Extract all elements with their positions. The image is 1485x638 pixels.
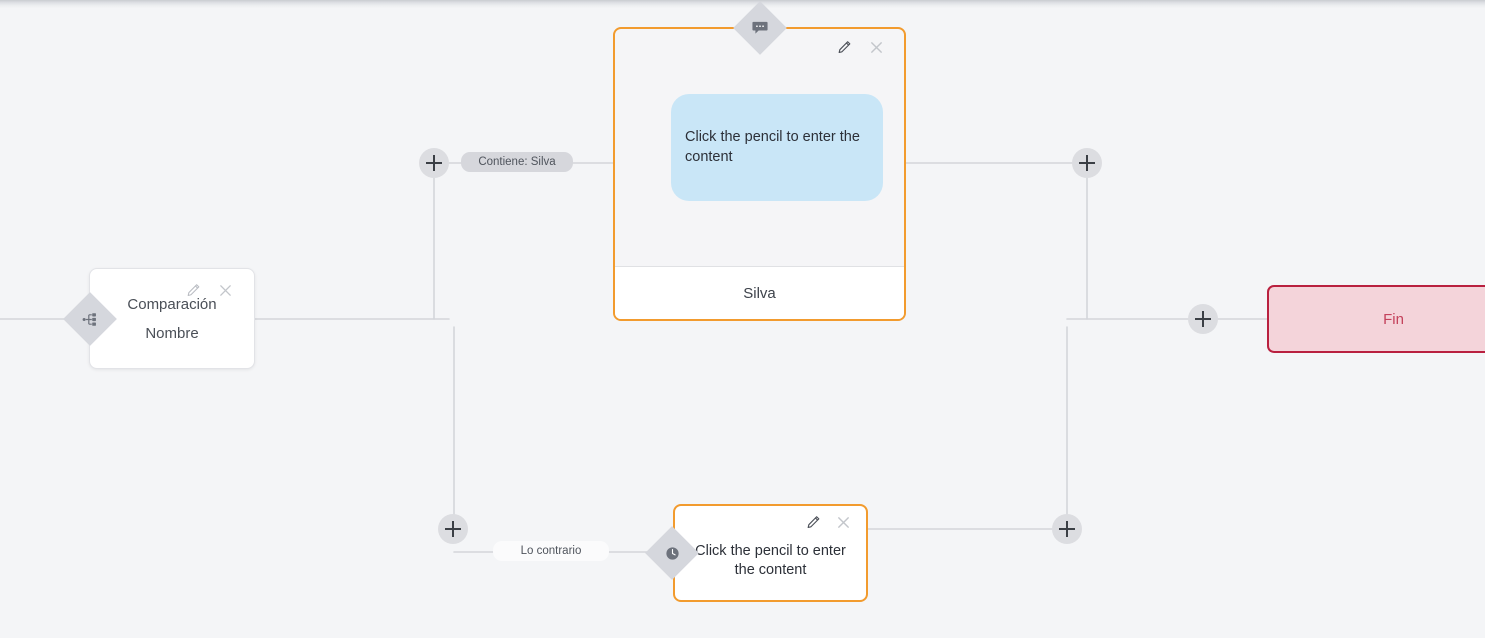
add-node-button-true-branch[interactable] <box>419 148 449 178</box>
close-icon[interactable] <box>868 39 885 56</box>
node-comparacion-title: Comparación <box>127 295 217 313</box>
branch-split-icon <box>71 300 109 338</box>
add-node-button-before-end[interactable] <box>1188 304 1218 334</box>
node-main-message[interactable]: Click the pencil to enter the content Si… <box>613 27 906 321</box>
node-main-message-footer: Silva <box>615 266 904 319</box>
close-icon[interactable] <box>835 514 852 531</box>
node-bottom-message-text: Click the pencil to enter the content <box>695 542 846 578</box>
add-node-button-after-main[interactable] <box>1072 148 1102 178</box>
bottom-message-node-handle[interactable] <box>645 526 699 580</box>
node-main-message-body: Click the pencil to enter the content <box>615 29 904 266</box>
main-message-node-handle[interactable] <box>733 1 787 55</box>
node-comparacion-subtitle: Nombre <box>145 324 199 342</box>
node-bottom-message[interactable]: Click the pencil to enter the content <box>673 504 868 602</box>
node-fin[interactable]: Fin <box>1267 285 1485 353</box>
clock-icon <box>653 534 691 572</box>
edge-label-condition-true[interactable]: Contiene: Silva <box>461 152 573 172</box>
add-node-button-after-bottom[interactable] <box>1052 514 1082 544</box>
node-comparacion-toolbar <box>186 282 234 299</box>
pencil-icon[interactable] <box>806 515 821 530</box>
pencil-icon[interactable] <box>837 40 852 55</box>
add-node-button-false-branch[interactable] <box>438 514 468 544</box>
close-icon[interactable] <box>217 282 234 299</box>
edge-label-condition-false[interactable]: Lo contrario <box>493 541 609 561</box>
compare-node-handle[interactable] <box>63 292 117 346</box>
node-bottom-message-toolbar <box>806 514 852 531</box>
message-bubble-placeholder: Click the pencil to enter the content <box>671 94 883 201</box>
node-main-message-toolbar <box>837 39 885 56</box>
chat-bubble-icon <box>741 9 779 47</box>
pencil-icon[interactable] <box>186 283 201 298</box>
